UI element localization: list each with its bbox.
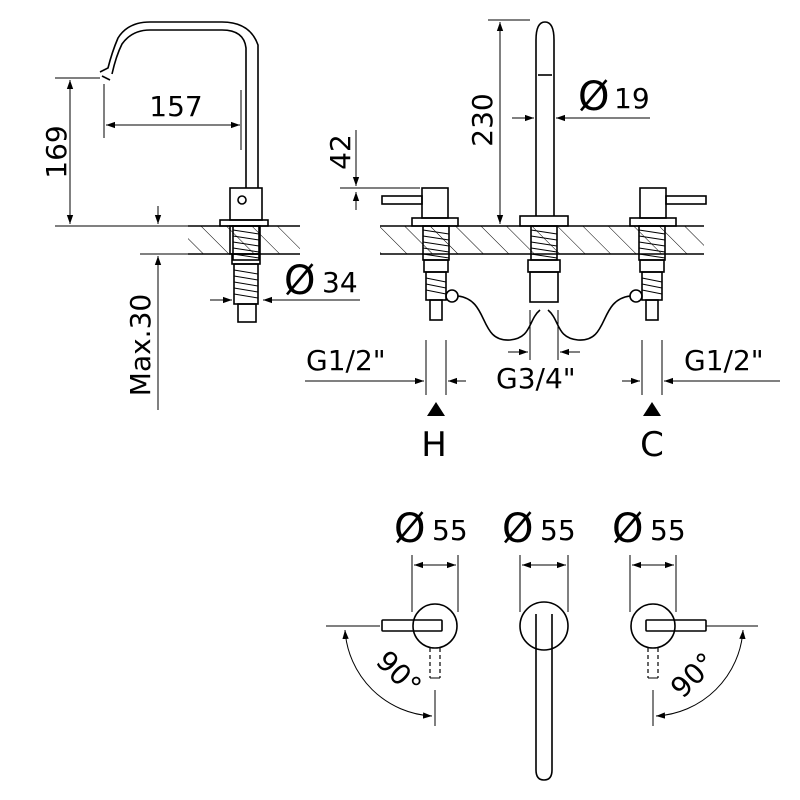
hot-valve: [381, 187, 459, 321]
dimension-dia19: Ø 19: [512, 74, 650, 122]
angle-label-right: 90°: [664, 646, 722, 704]
top-dia-symbol-center: Ø: [502, 506, 533, 552]
dimension-max30: Max.30: [124, 206, 188, 410]
cold-arrow-icon: [643, 402, 661, 416]
cold-label: C: [640, 425, 664, 465]
top-view: Ø 55 Ø 55 Ø 55: [326, 506, 758, 781]
center-spout: [519, 21, 569, 303]
dimension-g12-right: G1/2": [622, 340, 780, 395]
dimension-169: 169: [40, 77, 188, 227]
thread-label-center: G3/4": [496, 362, 576, 395]
hot-label: H: [421, 425, 447, 465]
top-dia-right: Ø 55: [612, 506, 686, 612]
dimension-157: 157: [103, 84, 240, 138]
dimension-label-230: 230: [466, 93, 499, 146]
dimension-dia34: Ø 34: [210, 258, 360, 304]
dimension-g34-center: G3/4": [496, 310, 580, 395]
dimension-230: 230: [466, 19, 530, 224]
side-spout: [99, 21, 259, 188]
dimension-42: 42: [324, 130, 420, 210]
top-center-spout: [519, 601, 569, 781]
dimension-label-19: 19: [614, 82, 650, 115]
dimension-label-169: 169: [40, 125, 73, 178]
top-dia-left: Ø 55: [394, 506, 468, 612]
dimension-g12-left: G1/2": [305, 340, 466, 395]
dimension-label-max30: Max.30: [124, 294, 157, 396]
dimension-label-34: 34: [322, 266, 358, 299]
top-dia-value-left: 55: [432, 514, 468, 547]
top-dia-value-center: 55: [540, 514, 576, 547]
front-view: 230 42 Ø 19 G1/2": [305, 19, 780, 465]
spout-diameter-symbol: Ø: [578, 74, 609, 120]
thread-label-left: G1/2": [306, 344, 386, 377]
top-dia-symbol-left: Ø: [394, 506, 425, 552]
dimension-label-157: 157: [149, 90, 202, 123]
diameter-symbol: Ø: [284, 258, 315, 304]
thread-label-right: G1/2": [684, 344, 764, 377]
cold-marker: C: [640, 402, 664, 465]
top-dia-value-right: 55: [650, 514, 686, 547]
top-dia-symbol-right: Ø: [612, 506, 643, 552]
side-view: 169 157 Max.30 Ø 34: [40, 21, 360, 410]
flex-hoses: [457, 295, 631, 341]
hot-marker: H: [421, 402, 447, 465]
angle-label-left: 90°: [369, 644, 427, 702]
cold-valve: [629, 187, 707, 321]
hot-arrow-icon: [427, 402, 445, 416]
dimension-label-42: 42: [324, 134, 357, 170]
top-dia-center: Ø 55: [502, 506, 576, 612]
side-body: [219, 187, 269, 323]
